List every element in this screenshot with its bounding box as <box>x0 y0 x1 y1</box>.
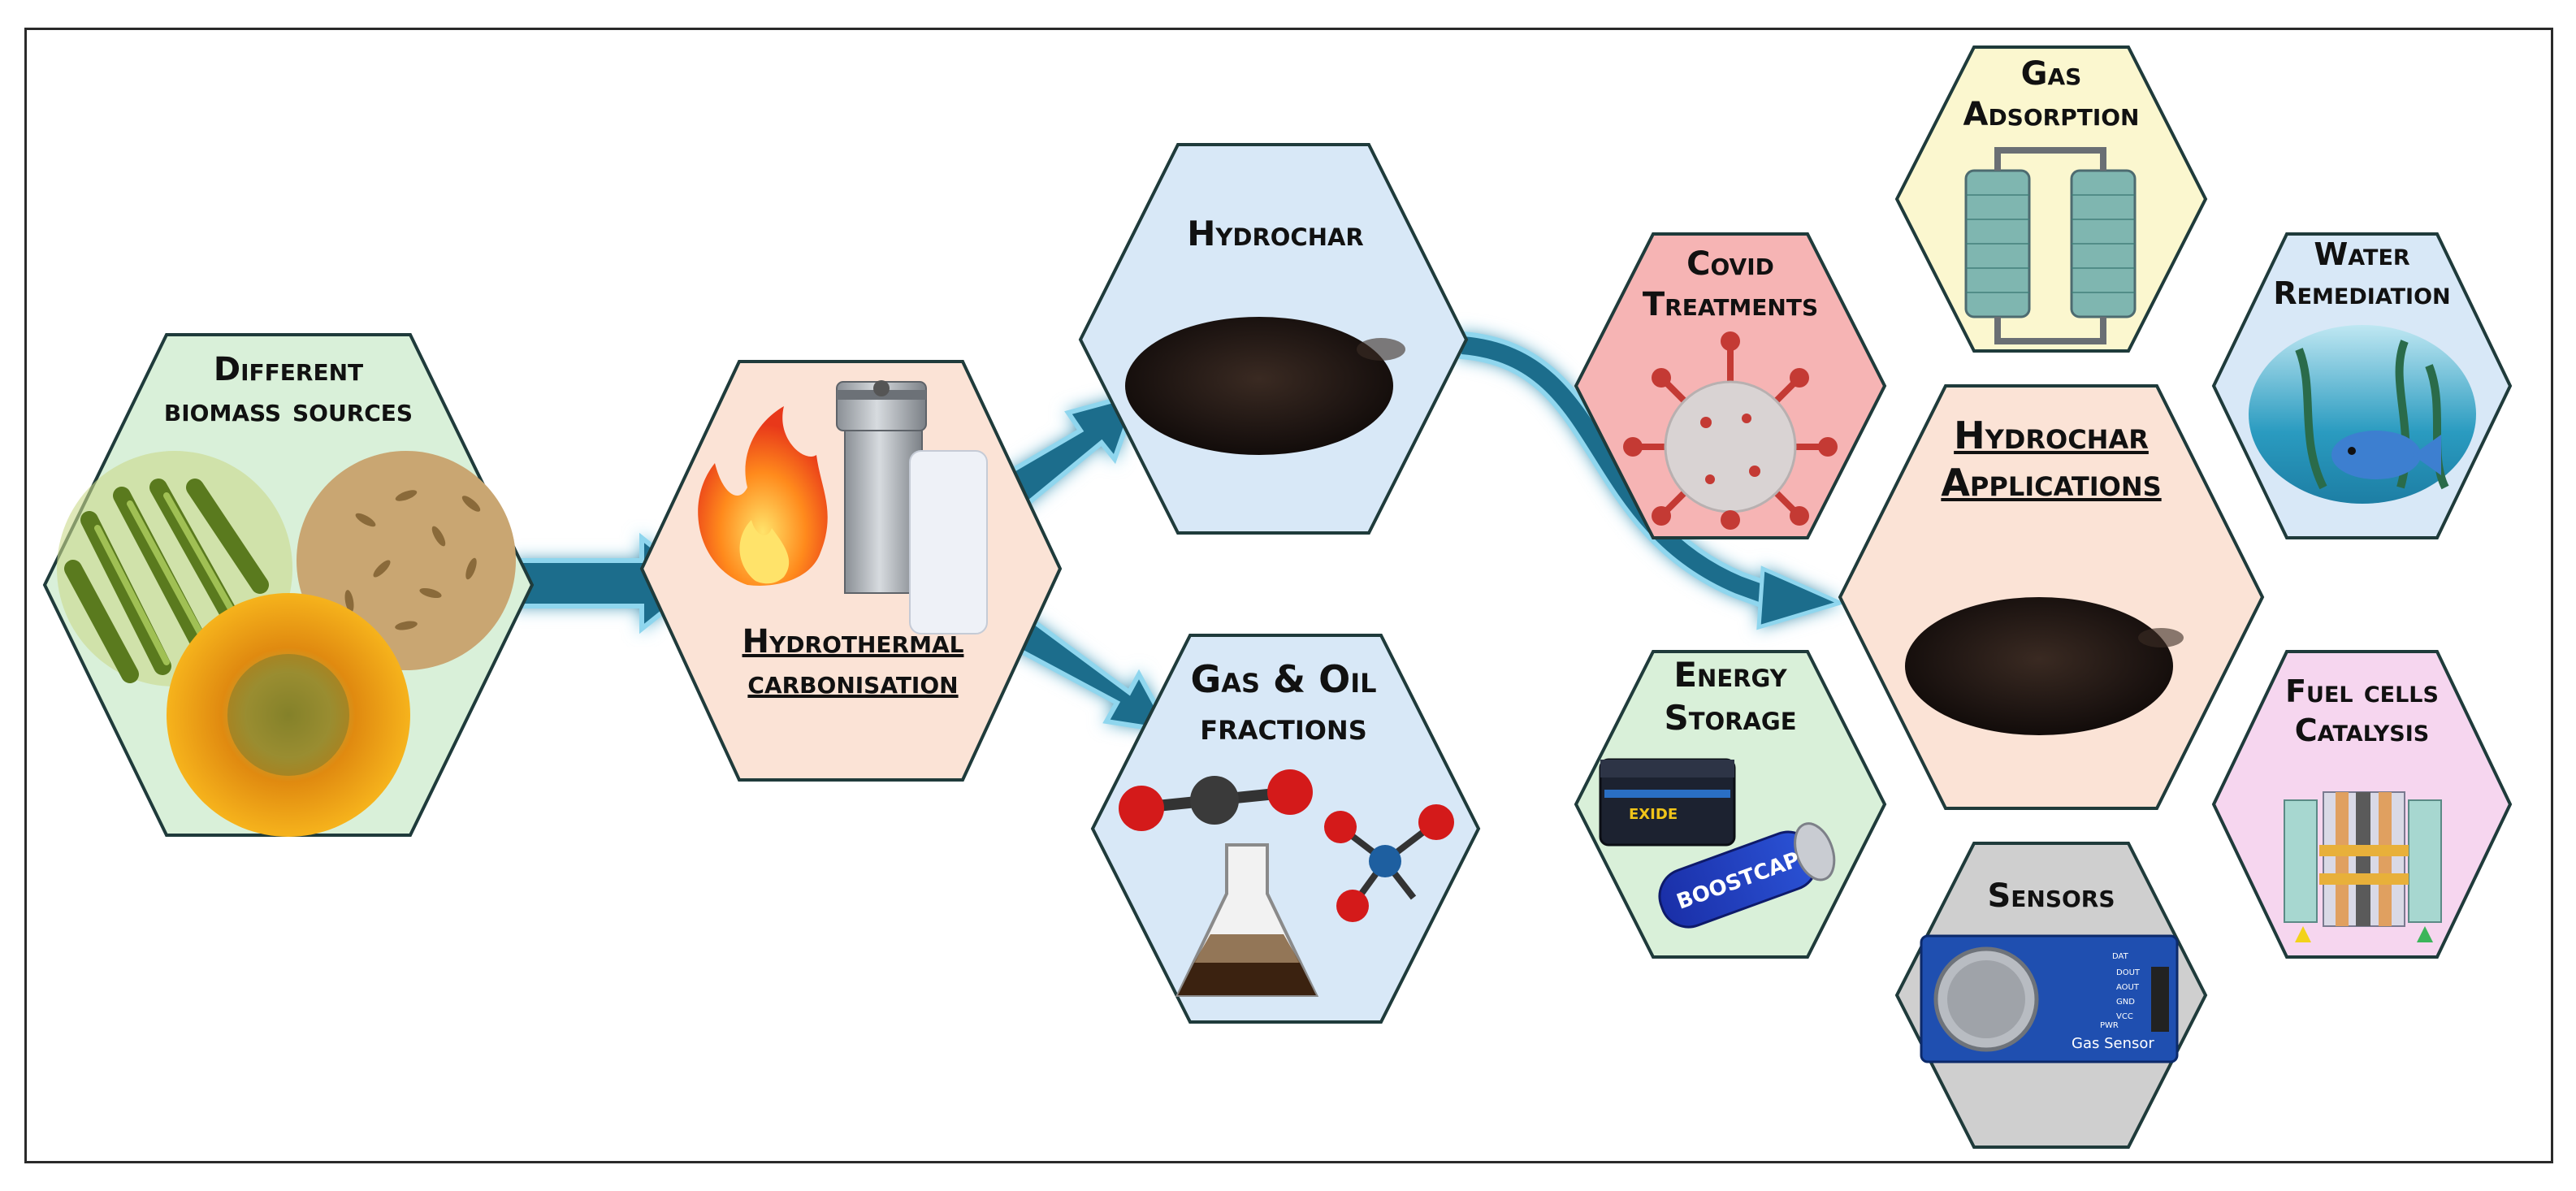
label-fuel-line2: Catalysis <box>2294 712 2430 748</box>
sensor-pin-2: DOUT <box>2116 968 2141 977</box>
sensor-pin-4: GND <box>2116 998 2135 1007</box>
label-htc: Hydrothermal carbonisation <box>691 621 1015 703</box>
char-powder-image <box>1125 317 1405 455</box>
battery-image: EXIDE <box>1599 758 1736 847</box>
water-fish-image <box>2249 325 2476 504</box>
label-biomass-line1: Different <box>213 351 364 388</box>
label-biomass-line2: biomass sources <box>163 392 413 429</box>
label-fuel-line1: Fuel cells <box>2285 673 2439 709</box>
label-gas-oil-line2: fractions <box>1200 704 1367 748</box>
label-fuel: Fuel cells Catalysis <box>2226 673 2498 750</box>
label-gas-adsorption: Gas Adsorption <box>1913 54 2189 135</box>
label-covid: Covid Treatments <box>1592 244 1868 325</box>
sensor-board-label: Gas Sensor <box>2072 1035 2154 1052</box>
reactor-vessel-image <box>836 380 988 634</box>
sensor-pin-1: DAT <box>2112 952 2129 961</box>
char-powder-image <box>1905 597 2184 735</box>
label-sensors-line1: Sensors <box>1987 877 2115 915</box>
battery-brand-text: EXIDE <box>1629 806 1678 823</box>
label-hydrochar: Hydrochar <box>1121 213 1430 256</box>
label-htc-line1: Hydrothermal <box>742 623 964 660</box>
label-gas-oil-line1: Gas & Oil <box>1190 657 1377 701</box>
label-water-line2: Remediation <box>2273 275 2451 311</box>
label-gas-oil: Gas & Oil fractions <box>1129 656 1438 750</box>
label-applications: Hydrochar Applications <box>1889 413 2214 506</box>
label-covid-line2: Treatments <box>1642 286 1819 323</box>
label-biomass: Different biomass sources <box>126 349 451 431</box>
label-energy: Energy Storage <box>1592 654 1868 739</box>
sensor-pwr-label: PWR <box>2100 1021 2119 1030</box>
gas-sensor-board-image: Gas Sensor PWR DAT DOUT AOUT GND VCC <box>1920 934 2179 1063</box>
hex-gas-oil <box>1090 634 1481 1024</box>
fuel-cell-image <box>2284 791 2442 942</box>
label-energy-line2: Storage <box>1664 697 1797 738</box>
sensor-pin-3: AOUT <box>2116 983 2140 992</box>
co2-molecule-icon <box>1119 769 1313 831</box>
label-energy-line1: Energy <box>1673 655 1787 695</box>
label-gas-adsorption-line1: Gas <box>2020 55 2082 93</box>
label-water-line1: Water <box>2314 236 2410 272</box>
label-applications-line2: Applications <box>1941 460 2162 505</box>
label-water: Water Remediation <box>2226 236 2498 313</box>
label-sensors: Sensors <box>1913 876 2189 916</box>
label-hydrochar-line1: Hydrochar <box>1187 214 1364 253</box>
label-htc-line2: carbonisation <box>747 664 959 701</box>
sunflower-image <box>167 593 410 837</box>
sensor-pin-5: VCC <box>2116 1012 2133 1021</box>
adsorption-columns-image <box>1964 147 2137 344</box>
label-gas-adsorption-line2: Adsorption <box>1963 96 2140 133</box>
label-covid-line1: Covid <box>1686 245 1774 283</box>
molecule-icon <box>1324 804 1454 922</box>
flask-icon <box>1175 843 1319 997</box>
virus-icon <box>1623 331 1838 530</box>
arrow-hydrochar-to-applications <box>1448 331 1846 630</box>
flame-icon <box>698 406 828 586</box>
label-applications-line1: Hydrochar <box>1954 414 2149 457</box>
